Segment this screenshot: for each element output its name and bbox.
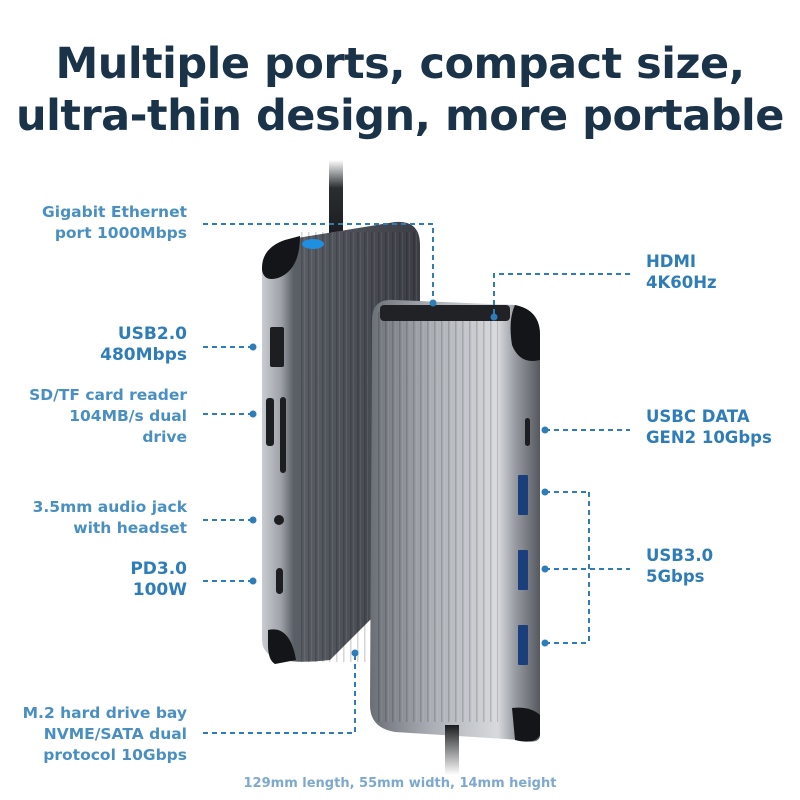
usb3-port-3-icon: [518, 625, 528, 665]
power-button-glow: [302, 239, 324, 249]
label-m2-drive-bay: M.2 hard drive bay NVME/SATA dual protoc…: [23, 703, 187, 766]
label-line: 5Gbps: [646, 567, 705, 586]
label-line: 100W: [132, 580, 187, 600]
title-line-1: Multiple ports, compact size,: [55, 39, 745, 89]
label-line: port 1000Mbps: [54, 224, 187, 242]
label-line: PD3.0: [130, 559, 187, 579]
label-line: drive: [142, 428, 187, 446]
usb3-port-1-icon: [518, 475, 528, 515]
label-line: USBC DATA: [646, 407, 750, 426]
label-line: Gigabit Ethernet: [42, 203, 187, 221]
label-audio-jack: 3.5mm audio jack with headset: [33, 497, 187, 539]
usb2-port-icon: [270, 327, 284, 367]
label-usb2: USB2.0 480Mbps: [100, 324, 187, 366]
label-line: 104MB/s dual: [69, 407, 187, 425]
tf-slot-icon: [280, 397, 286, 473]
label-hdmi: HDMI 4K60Hz: [646, 251, 717, 293]
audio-jack-icon: [274, 515, 284, 525]
label-sd-tf-card-reader: SD/TF card reader 104MB/s dual drive: [29, 385, 187, 448]
dimensions-caption: 129mm length, 55mm width, 14mm height: [243, 776, 557, 791]
sd-slot-icon: [266, 398, 274, 446]
label-line: USB3.0: [646, 546, 714, 565]
usb3-port-2-icon: [518, 550, 528, 590]
label-line: NVME/SATA dual: [43, 725, 187, 743]
label-line: 4K60Hz: [646, 273, 717, 292]
page-title: Multiple ports, compact size, ultra-thin…: [0, 38, 800, 142]
label-line: 3.5mm audio jack: [32, 498, 187, 516]
label-line: with headset: [73, 519, 187, 537]
label-line: M.2 hard drive bay: [22, 704, 187, 722]
label-line: GEN2 10Gbps: [646, 428, 772, 447]
label-gigabit-ethernet: Gigabit Ethernet port 1000Mbps: [42, 202, 187, 244]
label-line: protocol 10Gbps: [43, 746, 187, 764]
label-pd3: PD3.0 100W: [130, 559, 187, 601]
title-line-2: ultra-thin design, more portable: [16, 91, 784, 141]
label-usb3: USB3.0 5Gbps: [646, 545, 713, 587]
pd-port-icon: [276, 568, 283, 594]
label-line: HDMI: [646, 252, 697, 271]
label-line: USB2.0: [117, 324, 187, 344]
label-usbc-data: USBC DATA GEN2 10Gbps: [646, 406, 772, 448]
label-line: 480Mbps: [100, 345, 187, 365]
label-line: SD/TF card reader: [29, 386, 187, 404]
usbc-port-icon: [525, 418, 530, 446]
